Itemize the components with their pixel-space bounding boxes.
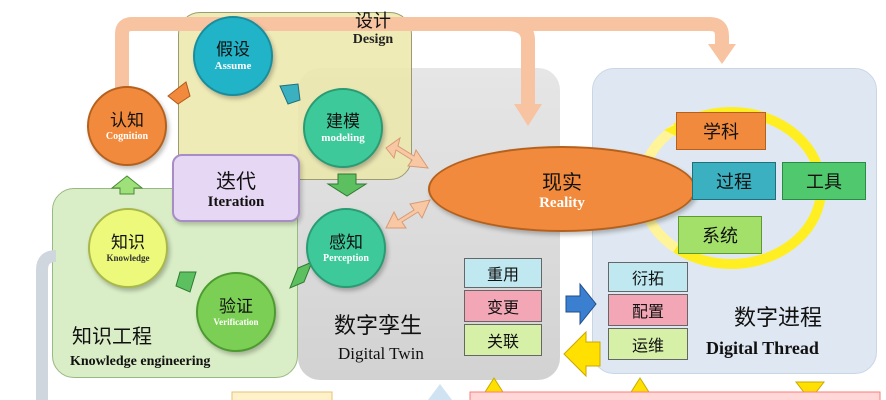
knowledge-en: Knowledge — [106, 253, 150, 263]
arrow-twin-thread — [565, 282, 597, 326]
arrow-modeling-reality — [385, 136, 430, 169]
thread-subject: 学科 — [676, 112, 766, 150]
digital-twin-cn: 数字孪生 — [334, 314, 423, 339]
thread-tag-configure: 配置 — [608, 294, 688, 326]
iteration-en: Iteration — [207, 194, 265, 210]
thread-system: 系统 — [678, 216, 762, 254]
bottom-box-right — [469, 391, 881, 400]
digital-thread-cn: 数字进程 — [734, 306, 823, 331]
assume-node: 假设 Assume — [193, 16, 273, 96]
reality-cn: 现实 — [542, 170, 582, 194]
perception-en: Perception — [323, 252, 369, 264]
arrow-assume-modeling — [279, 83, 301, 105]
thread-tool: 工具 — [782, 162, 866, 200]
left-return-arrow — [36, 250, 57, 400]
bottom-blue-tip — [428, 384, 452, 400]
reality-node: 现实 Reality — [428, 146, 696, 232]
knowledge-node: 知识 Knowledge — [88, 208, 168, 288]
assume-en: Assume — [214, 60, 252, 72]
arrow-knowledge-cognition — [110, 175, 144, 195]
verification-node: 验证 Verification — [196, 272, 276, 352]
assume-cn: 假设 — [216, 40, 250, 60]
modeling-cn: 建模 — [326, 112, 360, 132]
top-flow-arrow — [115, 17, 729, 88]
iteration-box: 迭代 Iteration — [172, 154, 300, 222]
bottom-down-arrow-thread — [794, 381, 826, 400]
knowledge-engineering-cn: 知识工程 — [72, 324, 152, 348]
twin-tag-reuse: 重用 — [464, 258, 542, 288]
twin-tag-association: 关联 — [464, 324, 542, 356]
verification-cn: 验证 — [219, 297, 253, 317]
thread-tag-operate: 运维 — [608, 328, 688, 360]
design-cn: 设计 — [355, 11, 391, 32]
digital-thread-en: Digital Thread — [706, 338, 819, 358]
digital-twin-en: Digital Twin — [338, 344, 424, 363]
arrow-modeling-perception — [326, 173, 368, 197]
knowledge-cn: 知识 — [111, 233, 145, 253]
arrow-cognition-assume — [167, 81, 191, 105]
knowledge-engineering-en: Knowledge engineering — [70, 354, 211, 369]
arrow-verification-knowledge — [175, 271, 197, 293]
arrow-perception-verification — [289, 261, 313, 289]
down-to-reality-arrowhead — [514, 104, 542, 126]
verification-en: Verification — [213, 317, 259, 327]
iteration-cn: 迭代 — [216, 169, 256, 193]
design-label: 设计 Design — [338, 12, 408, 48]
perception-cn: 感知 — [329, 232, 363, 253]
bottom-box-left — [231, 391, 333, 400]
design-en: Design — [352, 32, 394, 47]
cognition-cn: 认知 — [110, 110, 144, 131]
thread-process: 过程 — [692, 162, 776, 200]
twin-tag-change: 变更 — [464, 290, 542, 322]
cognition-node: 认知 Cognition — [87, 86, 167, 166]
modeling-en: modeling — [321, 132, 365, 144]
arrow-thread-twin — [563, 330, 601, 378]
top-flow-arrowhead-thread — [708, 44, 736, 64]
reality-en: Reality — [539, 195, 585, 211]
modeling-node: 建模 modeling — [303, 88, 383, 168]
down-to-reality-arrow — [505, 17, 535, 104]
cognition-en: Cognition — [105, 130, 149, 142]
thread-tag-extend: 衍拓 — [608, 262, 688, 292]
arrow-perception-reality — [385, 199, 431, 229]
perception-node: 感知 Perception — [306, 208, 386, 288]
